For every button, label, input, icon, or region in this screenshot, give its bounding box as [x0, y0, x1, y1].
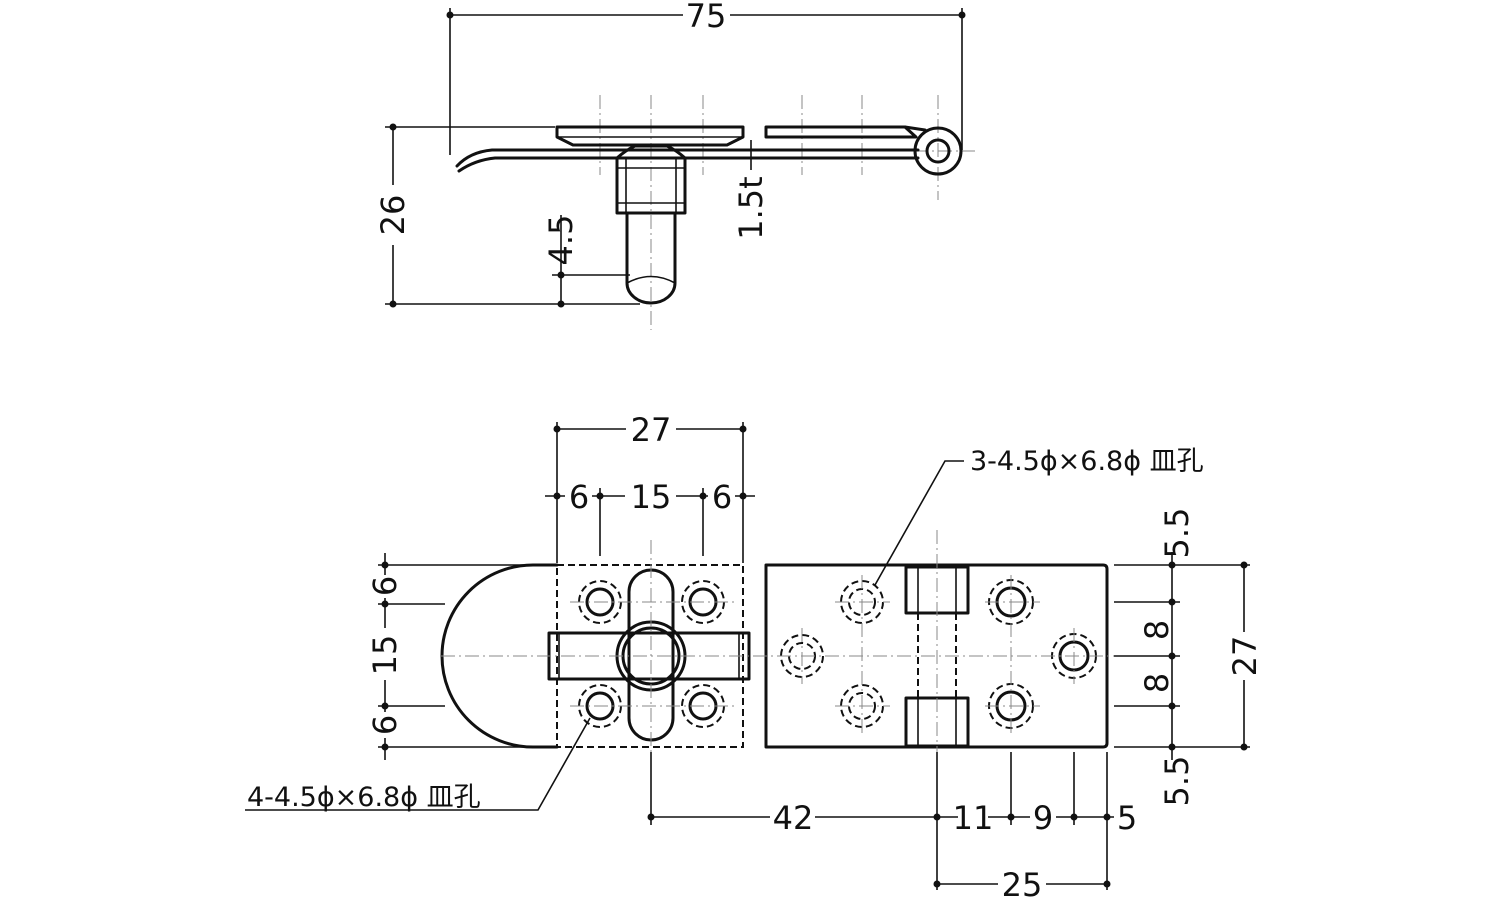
dim-left-bottom: 6	[366, 715, 404, 735]
leaf-hidden-holes	[780, 580, 884, 728]
pin	[625, 211, 677, 305]
note-holes-4: 4-4.5ϕ×6.8ϕ 皿孔	[247, 782, 481, 813]
dim-pad-right: 6	[712, 478, 732, 516]
dim-pad-left: 6	[569, 478, 589, 516]
dim-right-top: 5.5	[1158, 508, 1196, 559]
dim-42: 42	[773, 799, 814, 837]
dim-9: 9	[1033, 799, 1053, 837]
plan-view: 27 6 15 6 6 15 6	[245, 411, 1264, 900]
dim-pad-width: 27	[631, 411, 672, 449]
leaf-visible-holes	[988, 579, 1097, 729]
dim-right-lower: 8	[1138, 673, 1176, 693]
left-pad-profile	[555, 125, 745, 147]
dim-height: 26	[374, 195, 412, 236]
base-plate	[455, 148, 920, 168]
dim-left-mid: 15	[366, 635, 404, 676]
pin-housing	[615, 156, 687, 215]
dim-pin-length: 4.5	[542, 215, 580, 266]
dim-11: 11	[953, 799, 994, 837]
right-leaf-profile	[764, 125, 918, 139]
dim-overall-width: 27	[1226, 636, 1264, 677]
right-leaf-outline	[764, 563, 1109, 749]
dim-left-top: 6	[366, 576, 404, 596]
dim-right-upper: 8	[1138, 620, 1176, 640]
dim-right-bottom: 5.5	[1158, 756, 1196, 807]
note-holes-3: 3-4.5ϕ×6.8ϕ 皿孔	[970, 446, 1204, 477]
dim-thickness: 1.5t	[732, 176, 770, 239]
dim-25: 25	[1002, 866, 1043, 900]
side-view: 75 26 4.5 1.5t	[374, 0, 975, 330]
dim-pad-mid: 15	[631, 478, 672, 516]
knuckle	[913, 126, 963, 176]
dim-overall-length: 75	[686, 0, 727, 35]
dim-5: 5	[1117, 799, 1137, 837]
